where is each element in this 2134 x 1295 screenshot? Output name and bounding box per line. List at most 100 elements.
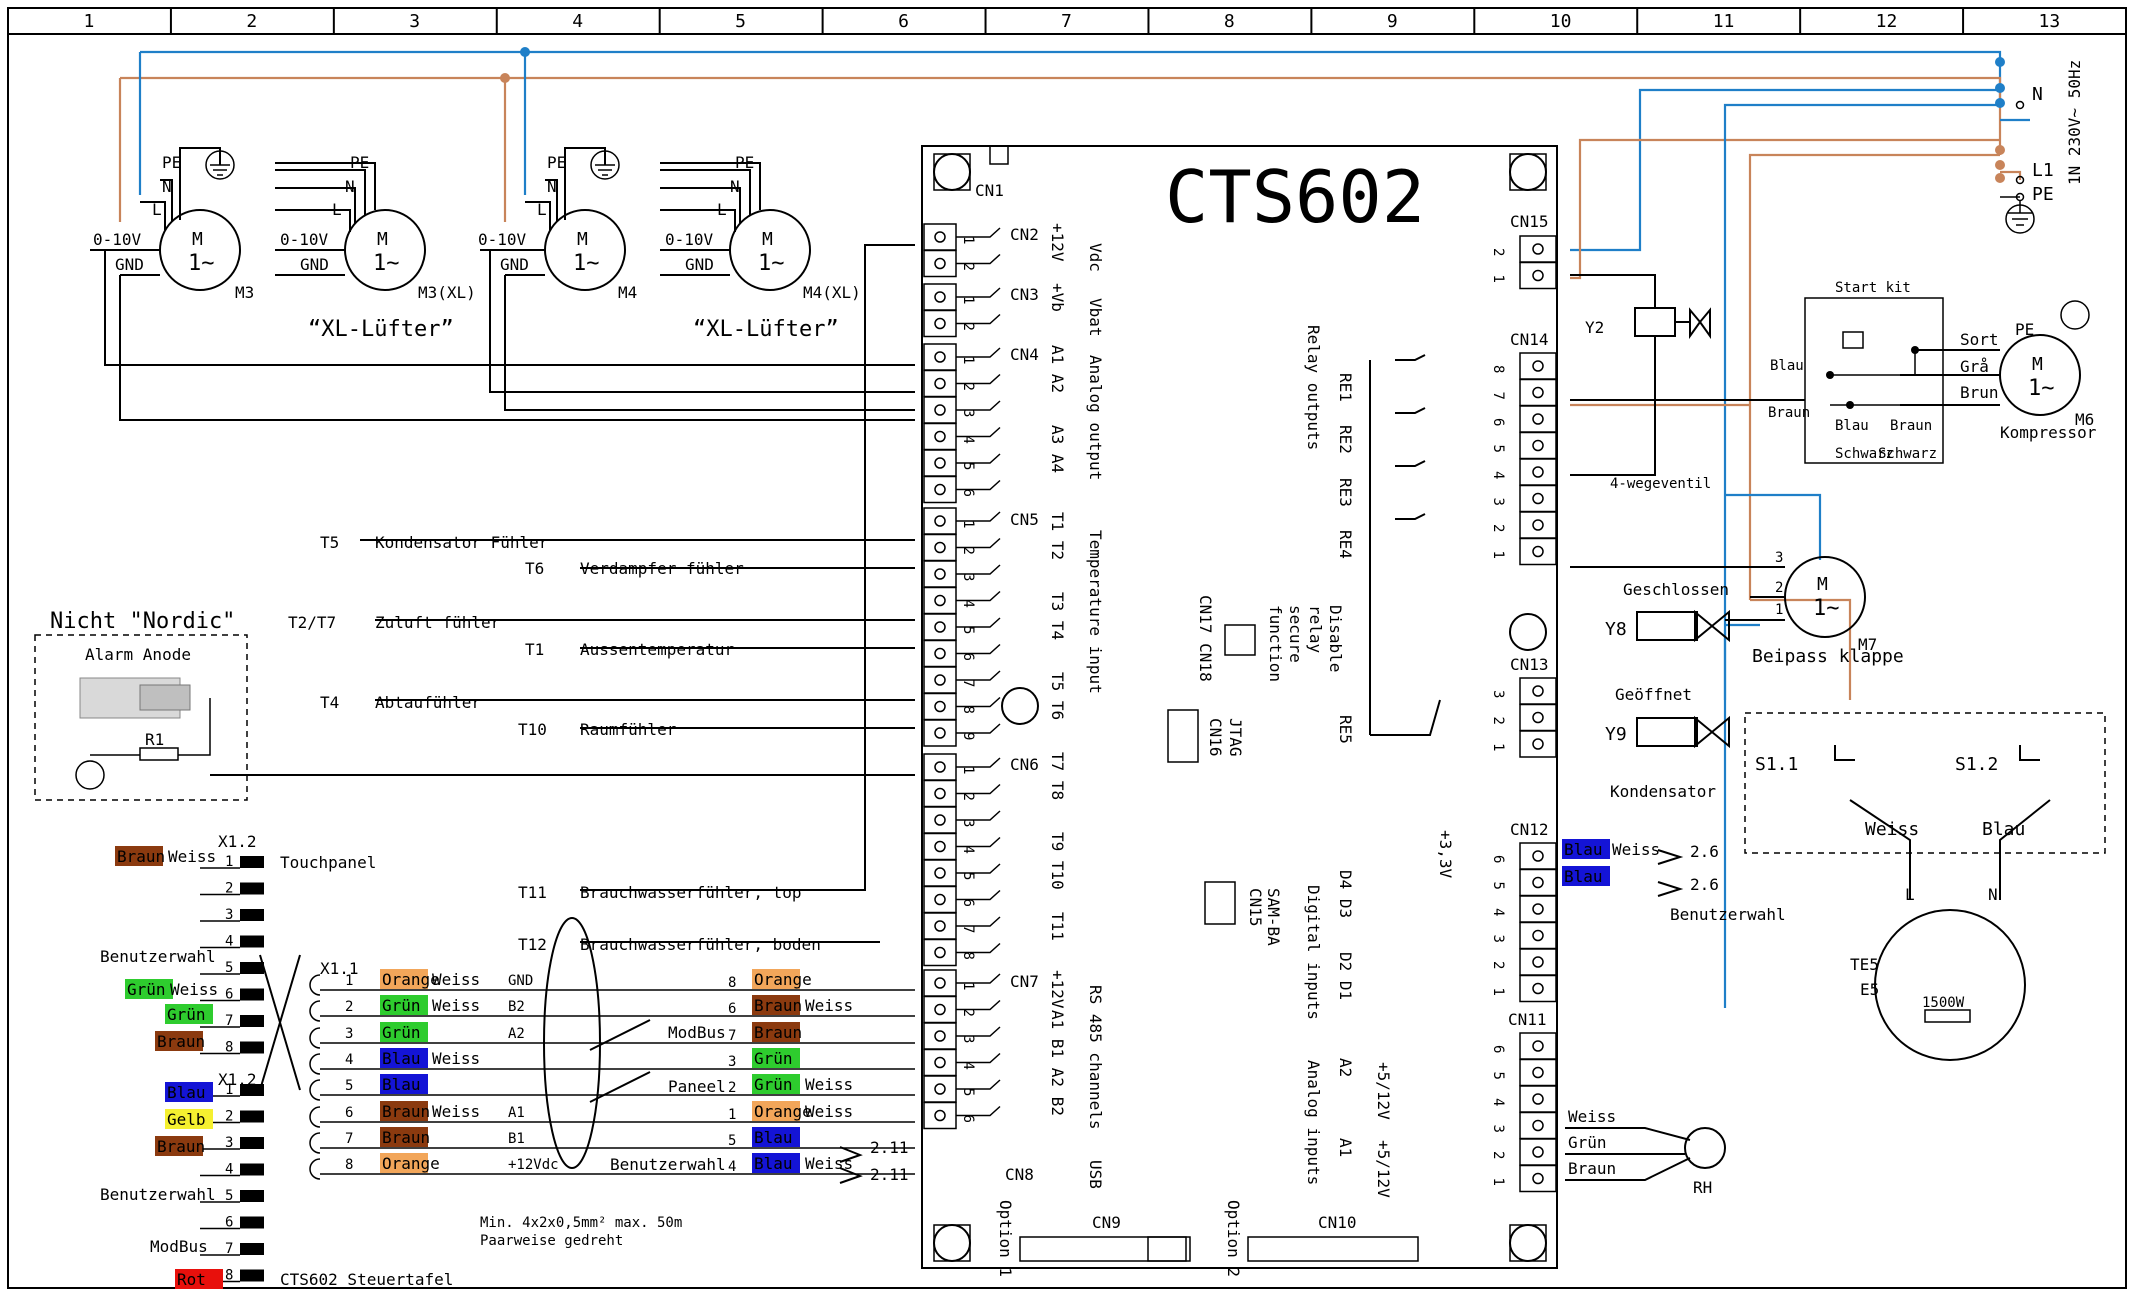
fan-m4: M 1~ M4 PE N L 0-10V GND bbox=[478, 147, 915, 411]
x11-pin-number: 2 bbox=[345, 999, 353, 1015]
x11-pin-number: 7 bbox=[345, 1131, 353, 1147]
tag-braun-1-swatch bbox=[115, 846, 163, 866]
fan-m3-phase: 1~ bbox=[188, 251, 215, 276]
x11-right-braun: Braun bbox=[754, 996, 802, 1015]
tag-braun-3: Braun bbox=[157, 1137, 205, 1156]
cn13-label: CN13 bbox=[1510, 655, 1549, 674]
terminal-wire bbox=[956, 400, 1001, 411]
terminal-pin bbox=[923, 753, 957, 781]
terminal-pin bbox=[923, 343, 957, 371]
rs485-12v-label: +12V bbox=[1048, 970, 1067, 1009]
tag-rot-1-swatch bbox=[175, 1269, 223, 1289]
terminal-pin bbox=[923, 422, 957, 451]
terminal-screw bbox=[934, 787, 946, 800]
terminal-number: 1 bbox=[1490, 551, 1506, 559]
x11-right-braun-swatch bbox=[752, 1022, 800, 1042]
terminal-number: 1 bbox=[1490, 1178, 1506, 1186]
terminal-number: 4 bbox=[960, 846, 976, 854]
geoffnet-label: Geöffnet bbox=[1615, 685, 1692, 704]
terminal-pin bbox=[1519, 1032, 1557, 1060]
fan-m3xl-l: L bbox=[332, 200, 342, 219]
terminal-screw bbox=[934, 541, 946, 554]
terminal-screw bbox=[934, 761, 946, 773]
terminal-number: 3 bbox=[960, 819, 976, 827]
geschlossen-label: Geschlossen bbox=[1623, 580, 1729, 599]
power-terminals: N L1 PE 1N 230V~ 50Hz bbox=[2000, 60, 2084, 234]
terminal-wire bbox=[956, 973, 1001, 984]
cn11-label: CN11 bbox=[1508, 1010, 1547, 1029]
kompressor-label: Kompressor bbox=[2000, 423, 2097, 442]
beipass-label: Beipass klappe bbox=[1752, 646, 1904, 667]
terminal-wire bbox=[956, 253, 1001, 265]
terminal-screw bbox=[934, 867, 946, 879]
terminal-pin bbox=[923, 309, 957, 338]
terminal-pin bbox=[923, 639, 957, 668]
fan-m3-n: N bbox=[162, 177, 172, 196]
x11-left-braun-swatch bbox=[380, 1101, 428, 1121]
x11-right-orange: Orange bbox=[754, 970, 812, 989]
pin-number: 2 bbox=[225, 881, 233, 897]
braun2-sk-label: Braun bbox=[1890, 418, 1932, 434]
terminal-number: 1 bbox=[960, 356, 976, 364]
pin-number: 8 bbox=[225, 1268, 233, 1284]
x11-left-gruen: Grün bbox=[382, 996, 421, 1015]
terminal-number: 1 bbox=[960, 982, 976, 990]
x11-right-orange-swatch bbox=[752, 969, 800, 989]
x11-right-blau-swatch bbox=[752, 1127, 800, 1147]
terminal-screw bbox=[1532, 1040, 1544, 1052]
x11-right-number: 8 bbox=[728, 975, 736, 991]
pin-block bbox=[240, 988, 264, 1001]
terminal-pin bbox=[923, 938, 957, 967]
terminal-pin bbox=[1519, 1111, 1557, 1140]
fan-m4-pe: PE bbox=[547, 153, 566, 172]
grid-column-label: 5 bbox=[735, 11, 746, 32]
benutzerwahl-right: Benutzerwahl bbox=[1670, 905, 1786, 924]
terminal-number: 3 bbox=[1490, 1125, 1506, 1133]
tag-gelb-1: Gelb bbox=[167, 1110, 206, 1129]
pin-number: 6 bbox=[225, 1215, 233, 1231]
terminal-pin bbox=[1519, 974, 1557, 1003]
terminal-pin bbox=[1519, 868, 1557, 897]
x11-right-orange-swatch bbox=[752, 1101, 800, 1121]
cn12-blau-1: Blau bbox=[1564, 840, 1603, 859]
vdc-label: Vdc bbox=[1086, 243, 1105, 272]
blau-sk-label: Blau bbox=[1770, 358, 1804, 374]
terminal-number: 5 bbox=[960, 626, 976, 634]
x11-right-gruen: Grün bbox=[754, 1075, 793, 1094]
svg-text:2: 2 bbox=[1775, 580, 1783, 596]
terminal-pin bbox=[1519, 948, 1557, 976]
x11-right-number: 4 bbox=[728, 1159, 736, 1175]
cn5-label: CN5 bbox=[1010, 510, 1039, 529]
t12-name: Brauchwasserfühler, boden bbox=[580, 935, 821, 954]
heater-power-label: 1500W bbox=[1922, 995, 1965, 1011]
pin-block bbox=[240, 1190, 264, 1202]
terminal-wire bbox=[956, 227, 1001, 238]
terminal-screw bbox=[1532, 956, 1544, 968]
y2-label: Y2 bbox=[1585, 318, 1604, 337]
pin-block bbox=[240, 1110, 264, 1123]
pin-block bbox=[240, 909, 264, 921]
pe-label: PE bbox=[2032, 184, 2054, 205]
terminal-number: 4 bbox=[960, 600, 976, 608]
pvb-label: +Vb bbox=[1048, 283, 1067, 312]
terminal-number: 3 bbox=[960, 1035, 976, 1043]
ref-2-11-a: 2.11 bbox=[870, 1138, 909, 1157]
fan-m3xl-gnd: GND bbox=[300, 255, 329, 274]
pin-number: 5 bbox=[225, 960, 233, 976]
t12-tag: T12 bbox=[518, 935, 547, 954]
terminal-wire bbox=[956, 810, 1001, 821]
modbus-left-label: ModBus bbox=[150, 1237, 208, 1256]
terminal-pin bbox=[1519, 352, 1557, 380]
terminal-wire bbox=[956, 757, 1001, 768]
grid-column-label: 11 bbox=[1713, 11, 1735, 32]
rh-braun: Braun bbox=[1568, 1159, 1616, 1178]
cn8-label: CN8 bbox=[1005, 1165, 1034, 1184]
p512-a-label: +5/12V bbox=[1374, 1062, 1393, 1120]
terminal-screw bbox=[934, 1056, 946, 1069]
m7-phase: 1~ bbox=[1813, 596, 1840, 621]
terminal-pin bbox=[923, 666, 957, 694]
steuertafel-label: CTS602 Steuertafel bbox=[280, 1270, 453, 1289]
x11-pin-number: 1 bbox=[345, 973, 353, 989]
x11-left-orange: Orange bbox=[382, 970, 440, 989]
